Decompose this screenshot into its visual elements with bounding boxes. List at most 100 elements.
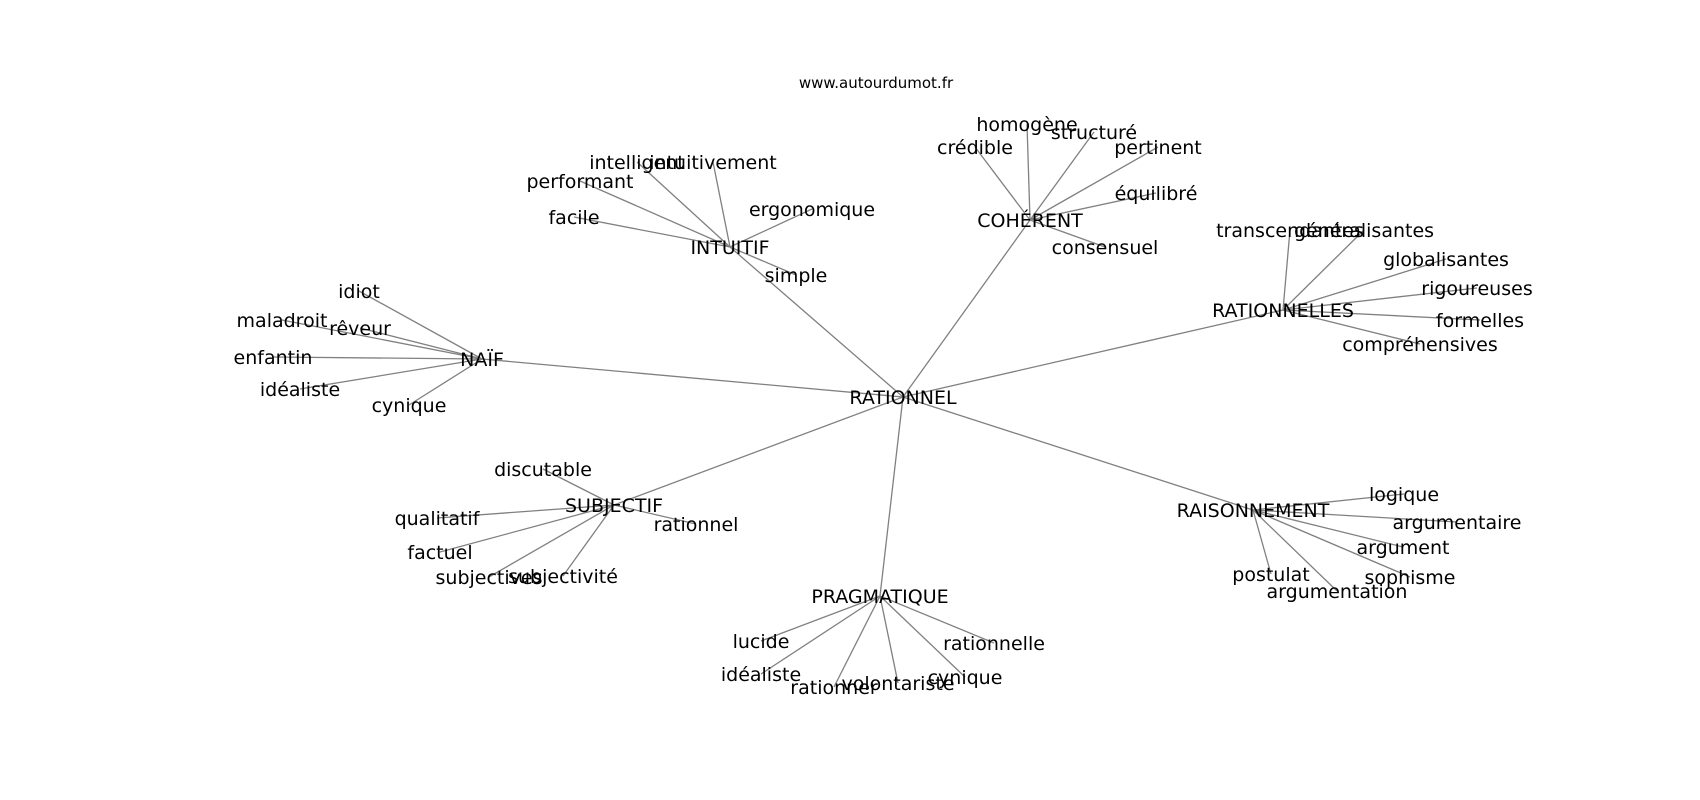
edge-center-to-hub (729, 246, 904, 398)
edge-center-to-hub (613, 396, 904, 506)
edge-hub-to-leaf (1282, 258, 1447, 311)
edge-hub-to-leaf (299, 358, 483, 390)
leaf-node-label: équilibré (1115, 183, 1198, 205)
edge-hub-to-leaf (1252, 509, 1458, 523)
edge-center-to-hub (902, 309, 1284, 398)
edge-hub-to-leaf (760, 595, 881, 675)
leaf-node-label: homogène (976, 114, 1077, 136)
leaf-node-label: rêveur (329, 318, 391, 340)
leaf-node-label: intuitivement (649, 152, 776, 174)
leaf-node-label: argument (1357, 537, 1450, 559)
edge-hub-to-leaf (562, 504, 615, 577)
leaf-node-label: sophisme (1364, 567, 1455, 589)
edge-hub-to-leaf (1282, 309, 1481, 321)
leaf-node-label: lucide (733, 631, 790, 653)
leaf-node-label: postulat (1232, 564, 1309, 586)
edge-hub-to-leaf (729, 208, 813, 248)
edge-hub-to-leaf (879, 595, 995, 644)
edge-hub-to-leaf (1029, 192, 1157, 221)
edge-hub-to-leaf (439, 504, 615, 553)
edge-hub-to-leaf (488, 504, 615, 578)
edge-center-to-hub (902, 219, 1031, 398)
leaf-node-label: facile (548, 207, 599, 229)
leaf-node-label: compréhensives (1342, 334, 1498, 356)
edge-hub-to-leaf (1029, 146, 1159, 221)
leaf-node-label: rationnel (654, 514, 739, 536)
leaf-node-label: subjectives (436, 567, 543, 589)
leaf-node-label: idiot (338, 281, 380, 303)
leaf-node-label: performant (527, 171, 634, 193)
leaf-node-label: pertinent (1114, 137, 1202, 159)
leaf-node-label: logique (1369, 484, 1439, 506)
hub-node-label: PRAGMATIQUE (811, 586, 948, 608)
leaf-node-label: rigoureuses (1421, 278, 1532, 300)
leaf-node-label: formelles (1436, 310, 1524, 332)
edge-hub-to-leaf (760, 595, 881, 642)
leaf-node-label: généralisantes (1294, 220, 1434, 242)
edge-center-to-hub (879, 396, 904, 597)
hub-node-label: SUBJECTIF (565, 495, 663, 517)
leaf-node-label: transcendantes (1216, 220, 1364, 242)
leaf-node-label: crédible (937, 137, 1013, 159)
leaf-node-label: maladroit (237, 310, 328, 332)
edge-hub-to-leaf (408, 358, 483, 406)
leaf-node-label: argumentation (1267, 581, 1408, 603)
hub-node-label: NAÏF (460, 348, 504, 371)
edge-hub-to-leaf (281, 319, 483, 360)
edge-hub-to-leaf (712, 161, 731, 248)
leaf-node-label: discutable (494, 459, 592, 481)
edge-hub-to-leaf (879, 595, 966, 678)
edge-hub-to-leaf (1252, 509, 1411, 578)
edge-hub-to-leaf (879, 595, 899, 684)
center-node-label: RATIONNEL (849, 387, 957, 409)
leaf-node-label: enfantin (234, 347, 313, 369)
leaf-node-label: intelligent (589, 152, 685, 174)
leaf-node-label: consensuel (1052, 237, 1159, 259)
edges (272, 123, 1481, 688)
leaf-node-label: structuré (1051, 122, 1137, 144)
edge-hub-to-leaf (1029, 131, 1095, 221)
edge-center-to-hub (902, 396, 1254, 511)
edge-hub-to-leaf (358, 290, 483, 360)
leaf-node-label: globalisantes (1383, 249, 1509, 271)
edge-hub-to-leaf (1282, 229, 1291, 311)
leaf-node-label: ergonomique (749, 199, 875, 221)
edge-center-to-hub (481, 358, 904, 398)
hub-node-label: RATIONNELLES (1212, 300, 1354, 322)
leaf-node-label: factuel (407, 542, 472, 564)
edge-hub-to-leaf (579, 180, 731, 248)
edge-hub-to-leaf (833, 595, 881, 688)
node-labels: RATIONNEL INTUITIF intelligentintuitivemen… (234, 114, 1533, 699)
hub-node-label: RAISONNEMENT (1177, 500, 1330, 522)
leaf-node-label: idéaliste (721, 664, 801, 686)
leaf-node-label: simple (765, 265, 828, 287)
leaf-node-label: rationner (790, 677, 878, 699)
edge-hub-to-leaf (1252, 509, 1404, 548)
edge-hub-to-leaf (1282, 309, 1421, 345)
edge-hub-to-leaf (1029, 219, 1106, 248)
edge-hub-to-leaf (542, 468, 615, 506)
edge-hub-to-leaf (272, 356, 483, 360)
edge-hub-to-leaf (613, 504, 697, 525)
edge-hub-to-leaf (573, 216, 731, 248)
leaf-node-label: argumentaire (1393, 512, 1522, 534)
edge-hub-to-leaf (359, 327, 483, 360)
hub-node-label: INTUITIF (690, 237, 769, 259)
edge-hub-to-leaf (729, 246, 797, 276)
leaf-node-label: volontariste (841, 673, 954, 695)
edge-hub-to-leaf (1282, 229, 1365, 311)
edge-hub-to-leaf (1026, 123, 1031, 221)
hub-node-label: COHÉRENT (977, 209, 1083, 232)
edge-hub-to-leaf (1252, 493, 1405, 511)
leaf-node-label: rationnelle (943, 633, 1045, 655)
edge-hub-to-leaf (1252, 509, 1338, 592)
leaf-node-label: idéaliste (260, 379, 340, 401)
edge-hub-to-leaf (974, 146, 1031, 221)
leaf-node-label: qualitatif (395, 508, 481, 530)
leaf-node-label: cynique (928, 667, 1003, 689)
edge-hub-to-leaf (1252, 509, 1272, 575)
leaf-node-label: cynique (372, 395, 447, 417)
leaf-node-label: subjectivité (508, 566, 618, 588)
source-watermark: www.autourdumot.fr (799, 74, 954, 92)
